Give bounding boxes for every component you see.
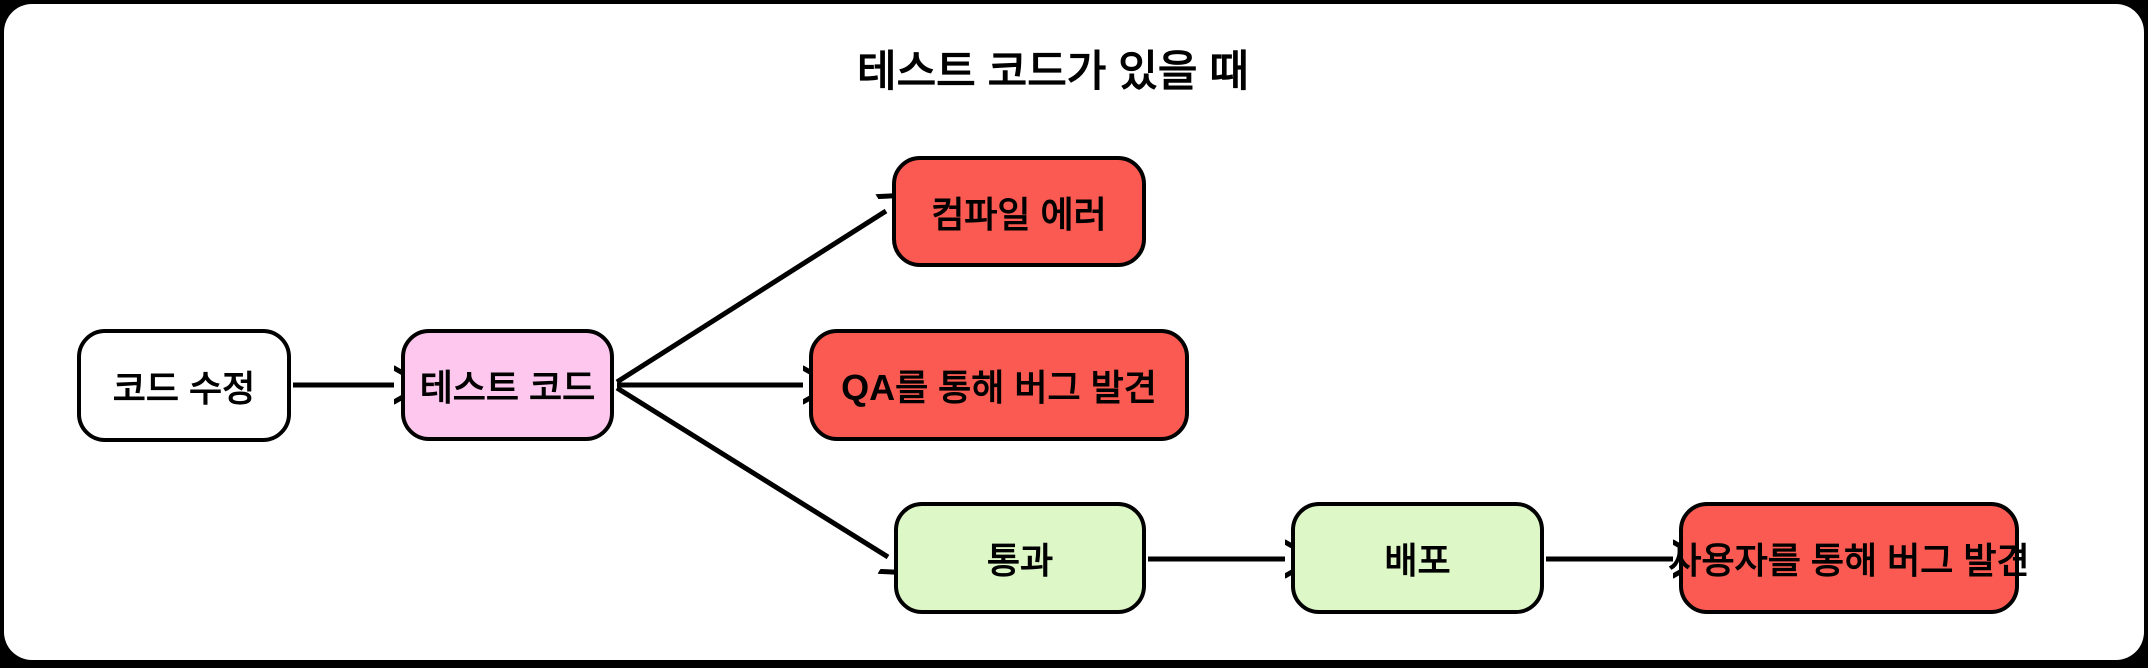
node-compile-error-label: 컴파일 에러 xyxy=(931,193,1107,235)
diagram-canvas: 테스트 코드가 있을 때 코드 수정 테스트 코드 xyxy=(4,4,2144,660)
node-user-bug-label: 사용자를 통해 버그 발견 xyxy=(1668,540,2030,581)
node-compile-error: 컴파일 에러 xyxy=(892,156,1146,267)
node-deploy: 배포 xyxy=(1291,502,1544,614)
node-test-code-label: 테스트 코드 xyxy=(419,367,596,408)
node-qa-bug-label: QA를 통해 버그 발견 xyxy=(841,367,1157,408)
node-pass-label: 통과 xyxy=(986,540,1054,581)
node-pass: 통과 xyxy=(894,502,1146,614)
node-code-edit-label: 코드 수정 xyxy=(112,367,256,409)
node-deploy-label: 배포 xyxy=(1384,540,1451,581)
diagram-title: 테스트 코드가 있을 때 xyxy=(857,48,1249,96)
node-qa-bug: QA를 통해 버그 발견 xyxy=(809,329,1189,441)
node-user-bug: 사용자를 통해 버그 발견 xyxy=(1668,502,2030,614)
node-code-edit: 코드 수정 xyxy=(77,329,291,442)
node-test-code: 테스트 코드 xyxy=(401,329,614,441)
